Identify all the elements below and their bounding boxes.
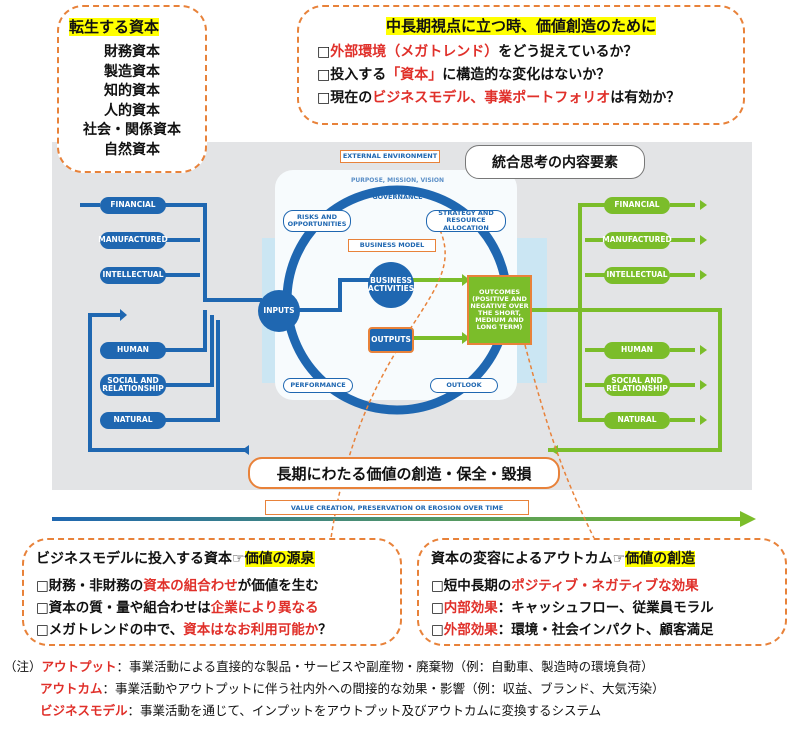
right-capital-pill: FINANCIAL: [604, 197, 670, 214]
footnote-line: ビジネスモデル：事業活動を通じて、インプットをアウトプット及びアウトカムに変換す…: [40, 700, 601, 719]
line-red-text: 「資本」: [386, 67, 443, 83]
left-callout-line: □資本の質・量や組合わせは企業により異なる: [36, 596, 319, 616]
left-title-hl: 価値の源泉: [244, 551, 315, 567]
risks-label: RISKS AND OPPORTUNITIES: [283, 210, 351, 232]
line-text: □: [431, 600, 444, 616]
line-text: が価値を生む: [237, 578, 319, 594]
note-prefix: （注）: [4, 659, 42, 674]
note-term: アウトプット: [41, 659, 117, 674]
top-callout-line: □外部環境（メガトレンド）をどう捉えているか？: [317, 41, 638, 61]
line-text: □: [317, 44, 331, 60]
line-text: □投入する: [317, 67, 387, 83]
left-capital-pill: INTELLECTUAL: [100, 267, 166, 284]
right-capital-pill: MANUFACTURED: [602, 232, 672, 249]
left-callout-line: □財務・非財務の資本の組合わせが価値を生む: [36, 574, 319, 594]
left-title-pre: ビジネスモデルに投入する資本: [36, 551, 232, 567]
left-capital-pill: FINANCIAL: [100, 197, 166, 214]
pointing-hand-icon: ☞: [612, 551, 626, 567]
left-callout-title: ビジネスモデルに投入する資本☞価値の源泉: [36, 548, 315, 568]
integrated-thinking-text: 統合思考の内容要素: [492, 155, 618, 171]
business-model-label: BUSINESS MODEL: [348, 239, 436, 252]
governance-label: GOVERNANCE: [372, 193, 423, 201]
line-red-text: ポジティブ・ネガティブな効果: [511, 578, 699, 594]
line-red-text: 外部効果: [443, 622, 498, 638]
top-callout: 中長期視点に立つ時、価値創造のために □外部環境（メガトレンド）をどう捉えている…: [297, 5, 745, 125]
capital-item: 人的資本: [104, 102, 160, 119]
line-red-text: ビジネスモデル、事業ポートフォリオ: [372, 90, 611, 106]
value-creation-text: VALUE CREATION, PRESERVATION OR EROSION …: [290, 503, 504, 512]
right-callout-line: □内部効果：キャッシュフロー、従業員モラル: [431, 596, 714, 616]
line-red-text: 企業により異なる: [210, 600, 319, 616]
line-text: □現在の: [317, 90, 373, 106]
line-text: に構造的な変化はないか？: [442, 67, 611, 83]
capital-callout-title: 転生する資本: [69, 16, 160, 37]
top-callout-line: □現在のビジネスモデル、事業ポートフォリオは有効か？: [317, 87, 680, 107]
long-term-text: 長期にわたる価値の創造・保全・毀損: [276, 464, 532, 483]
line-text: ？: [318, 622, 332, 638]
top-callout-line: □投入する「資本」に構造的な変化はないか？: [317, 64, 610, 84]
right-capital-pill: HUMAN: [604, 342, 670, 359]
line-text: □メガトレンドの中で、: [36, 622, 184, 638]
external-environment-label: EXTERNAL ENVIRONMENT: [340, 150, 440, 163]
capital-item: 製造資本: [104, 63, 160, 80]
note-term: アウトカム: [40, 681, 103, 696]
outcomes-box: OUTCOMES (POSITIVE AND NEGATIVE OVER THE…: [467, 275, 532, 345]
left-callout-line: □メガトレンドの中で、資本はなお利用可能か？: [36, 618, 332, 638]
right-title-hl: 価値の創造: [625, 551, 696, 567]
left-capital-pill: MANUFACTURED: [98, 232, 168, 249]
right-capital-pill: SOCIAL AND RELATIONSHIP: [604, 374, 670, 396]
long-term-label: 長期にわたる価値の創造・保全・毀損: [248, 457, 560, 489]
line-text: □資本の質・量や組合わせは: [36, 600, 211, 616]
line-text: ：キャッシュフロー、従業員モラル: [497, 600, 714, 616]
capital-item: 自然資本: [104, 141, 160, 158]
capital-item: 財務資本: [104, 44, 160, 60]
line-text: は有効か？: [610, 90, 681, 106]
footnote-line: （注）アウトプット：事業活動による直接的な製品・サービスや副産物・廃棄物（例：自…: [4, 656, 654, 675]
inputs-circle: INPUTS: [258, 290, 300, 332]
note-text: ：事業活動やアウトプットに伴う社内外への間接的な効果・影響（例：収益、ブランド、…: [102, 681, 665, 696]
line-text: □財務・非財務の: [36, 578, 144, 594]
line-red-text: 資本はなお利用可能か: [183, 622, 319, 638]
line-red-text: 内部効果: [443, 600, 498, 616]
line-text: をどう捉えているか？: [498, 44, 638, 60]
right-callout-line: □短中長期のポジティブ・ネガティブな効果: [431, 574, 699, 594]
top-title-text: 中長期視点に立つ時、価値創造のために: [385, 17, 656, 35]
line-text: □短中長期の: [431, 578, 512, 594]
business-activities-circle: BUSINESS ACTIVITIES: [368, 262, 414, 308]
pointing-hand-icon: ☞: [232, 551, 245, 567]
line-red-text: 資本の組合わせ: [143, 578, 238, 594]
capital-item: 知的資本: [104, 83, 160, 99]
footnote-line: アウトカム：事業活動やアウトプットに伴う社内外への間接的な効果・影響（例：収益、…: [40, 678, 665, 697]
capital-callout: 転生する資本 財務資本 製造資本 知的資本 人的資本 社会・関係資本 自然資本: [57, 5, 207, 173]
left-capital-pill: NATURAL: [100, 412, 166, 429]
right-capital-pill: INTELLECTUAL: [604, 267, 670, 284]
right-capital-pill: NATURAL: [604, 412, 670, 429]
line-text: □: [431, 622, 444, 638]
right-callout-line: □外部効果：環境・社会インパクト、顧客満足: [431, 618, 714, 638]
purpose-label: PURPOSE, MISSION, VISION: [350, 177, 445, 184]
integrated-thinking-label: 統合思考の内容要素: [465, 145, 645, 179]
note-text: ：事業活動を通じて、インプットをアウトプット及びアウトカムに変換するシステム: [127, 703, 602, 718]
line-red-text: 外部環境（メガトレンド）: [330, 44, 499, 60]
right-title-pre: 資本の変容によるアウトカム: [431, 551, 613, 567]
strategy-label: STRATEGY AND RESOURCE ALLOCATION: [426, 210, 506, 232]
line-text: ：環境・社会インパクト、顧客満足: [497, 622, 714, 638]
left-capital-pill: SOCIAL AND RELATIONSHIP: [100, 374, 166, 396]
right-bottom-callout: 資本の変容によるアウトカム☞価値の創造 □短中長期のポジティブ・ネガティブな効果…: [417, 538, 787, 646]
left-bottom-callout: ビジネスモデルに投入する資本☞価値の源泉 □財務・非財務の資本の組合わせが価値を…: [22, 538, 402, 646]
capital-item: 社会・関係資本: [83, 122, 181, 138]
outlook-label: OUTLOOK: [430, 378, 498, 393]
capital-title-text: 転生する資本: [69, 18, 160, 36]
right-callout-title: 資本の変容によるアウトカム☞価値の創造: [431, 548, 696, 568]
value-creation-label: VALUE CREATION, PRESERVATION OR EROSION …: [265, 500, 529, 515]
note-term: ビジネスモデル: [40, 703, 128, 718]
capital-list: 財務資本 製造資本 知的資本 人的資本 社会・関係資本 自然資本: [59, 43, 205, 160]
outputs-box: OUTPUTS: [368, 327, 414, 353]
performance-label: PERFORMANCE: [283, 378, 353, 393]
top-callout-title: 中長期視点に立つ時、価値創造のために: [299, 15, 743, 36]
left-capital-pill: HUMAN: [100, 342, 166, 359]
note-text: ：事業活動による直接的な製品・サービスや副産物・廃棄物（例：自動車、製造時の環境…: [116, 659, 654, 674]
